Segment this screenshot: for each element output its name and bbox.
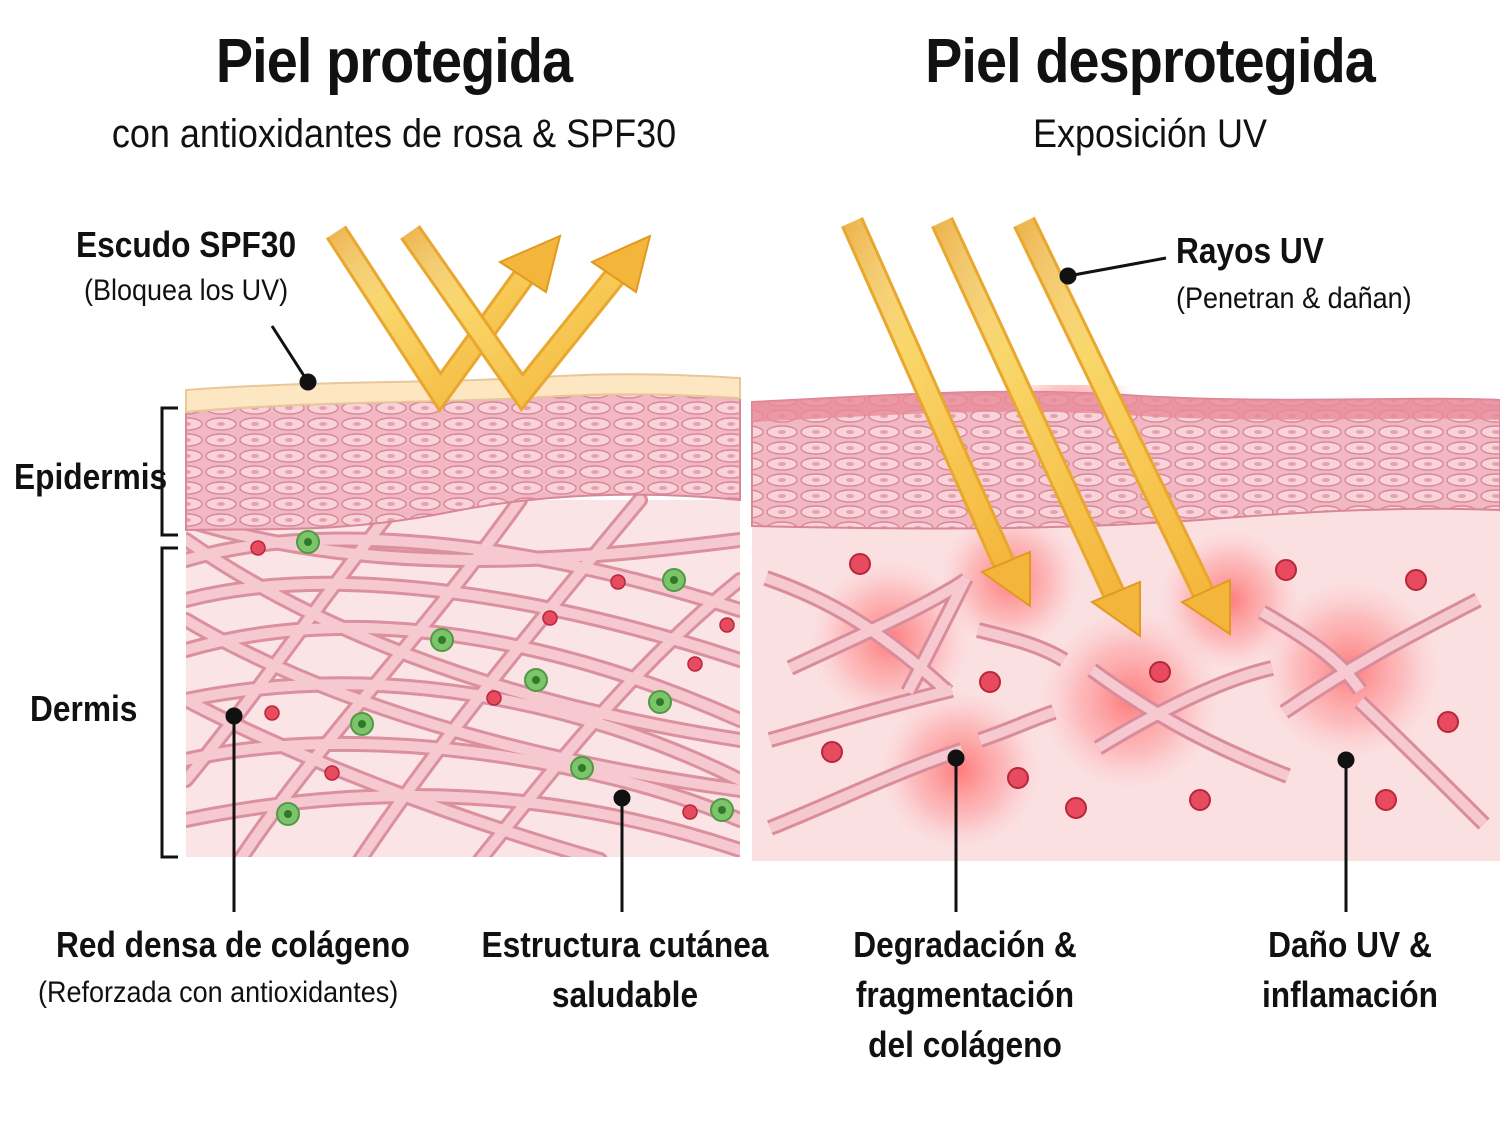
free-radicals-right [821, 553, 1459, 819]
left-subtitle: con antioxidantes de rosa & SPF30 [111, 112, 677, 156]
right-subtitle: Exposición UV [1032, 112, 1268, 156]
uv-rays-label: Rayos UV [1176, 230, 1324, 271]
free-radicals-left [250, 540, 735, 820]
collagen-network-label: Red densa de colágeno [56, 924, 410, 965]
uv-reflected-arrows [325, 225, 652, 414]
collagen-network-note: (Reforzada con antioxidantes) [38, 976, 399, 1009]
spf-shield-label: Escudo SPF30 [76, 224, 297, 265]
epidermis-label: Epidermis [14, 456, 168, 497]
degradation-label-1: Degradación & [853, 924, 1077, 965]
degradation-label-2: fragmentación [855, 974, 1075, 1015]
spf-shield-note: (Bloquea los UV) [84, 274, 289, 307]
left-title: Piel protegida [215, 27, 573, 96]
protected-skin-section [185, 373, 741, 857]
degradation-label-3: del colágeno [868, 1024, 1062, 1065]
uv-rays-note: (Penetran & dañan) [1176, 282, 1412, 315]
dermis-label: Dermis [30, 688, 138, 729]
layer-brackets [160, 406, 178, 859]
spf-shield-layer [185, 373, 741, 414]
uv-damage-label-1: Daño UV & [1268, 924, 1432, 965]
uv-damage-label-2: inflamación [1261, 974, 1439, 1015]
healthy-structure-label-1: Estructura cutánea [481, 924, 769, 965]
right-title: Piel desprotegida [925, 27, 1376, 96]
uv-penetrating-arrows [841, 216, 1231, 638]
fragmented-collagen [763, 570, 1490, 836]
healthy-structure-label-2: saludable [551, 974, 699, 1015]
leader-lines [225, 256, 1355, 912]
